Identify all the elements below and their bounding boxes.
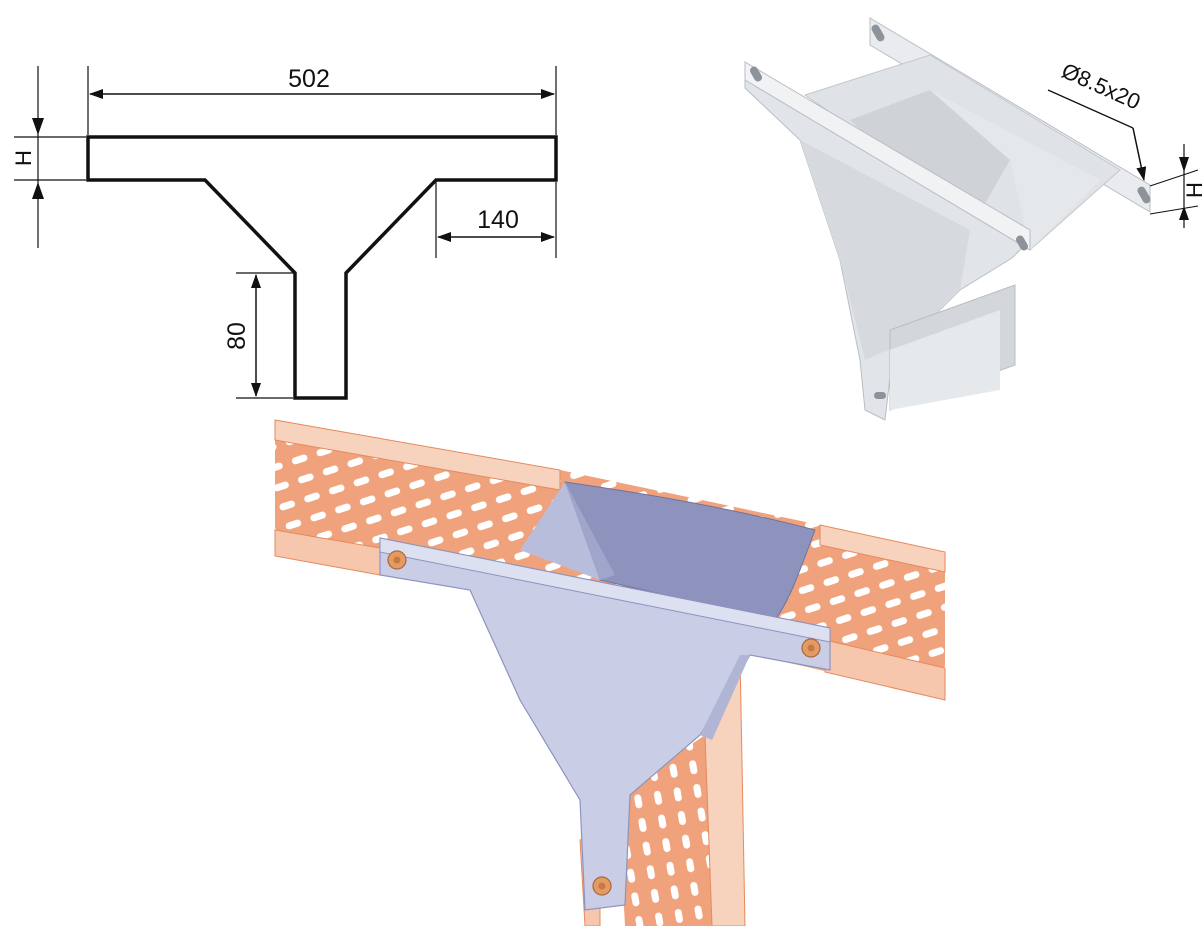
tee-outline	[86, 135, 558, 400]
branch-dimension-label: 80	[223, 322, 251, 350]
width-dimension-label: 502	[288, 65, 330, 93]
height-arrow-bottom	[32, 182, 44, 199]
height-arrow-top	[32, 118, 44, 135]
bolt-left	[387, 550, 407, 570]
tee-3d-render: Ø8.5x20 H	[744, 17, 1203, 421]
render-height-label: H	[1182, 182, 1203, 198]
render-height-arrow-bottom	[1179, 206, 1189, 220]
height-dimension-label: H	[11, 150, 36, 166]
arm-dimension-label: 140	[477, 206, 519, 234]
main-tray-rim-right	[819, 524, 946, 573]
tee-front-plate	[379, 537, 831, 911]
hole-dimension-label: Ø8.5x20	[1058, 58, 1144, 115]
hole-leader-line	[1047, 89, 1134, 129]
bolt-right	[801, 638, 821, 658]
render-height-arrow-top	[1179, 157, 1189, 172]
installation-illustration	[274, 419, 946, 926]
bolt-bottom	[592, 876, 612, 896]
dimension-drawing: 502 H 140 80	[11, 65, 558, 400]
